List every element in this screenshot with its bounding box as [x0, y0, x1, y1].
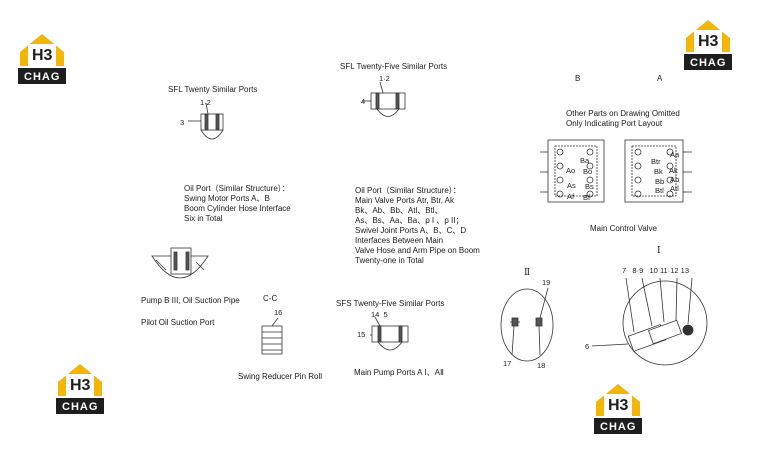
detail-1-drawing — [591, 277, 708, 366]
pilot-caption: Pilot Oil Suction Port — [141, 318, 215, 327]
detail-1-marker: I — [657, 246, 661, 256]
detail-2-part-17: 17 — [503, 359, 512, 368]
logo-bottom-text: CHAG — [62, 401, 99, 413]
port-label: Bk — [654, 167, 663, 176]
port-label: As — [567, 181, 576, 190]
sfs-title: SFS Twenty-Five Similar Ports — [336, 299, 445, 308]
pump-b-caption: Pump B III, Oil Suction Pipe — [141, 296, 240, 305]
sfl25-port-drawing — [362, 81, 406, 117]
port-label: Bs — [585, 182, 594, 191]
main-control-valve-caption: Main Control Valve — [590, 224, 657, 233]
sfl25-part-4: 4 — [361, 97, 366, 106]
view-a-label: A — [657, 74, 663, 83]
port-label: Bf — [583, 193, 591, 202]
oil-port-left-note: Oil Port（Similar Structure）： Swing Motor… — [184, 184, 291, 223]
port-label: Bo — [583, 167, 593, 176]
detail-1-part-6: 6 — [585, 342, 590, 351]
oil-port-right-note: Oil Port（Similar Structure）： Main Valve … — [355, 186, 480, 265]
brand-logo-top-left: H3 CHAG — [12, 30, 76, 96]
main-pump-caption: Main Pump Ports A Ⅰ、AⅡ — [354, 368, 444, 377]
logo-top-text: H3 — [608, 397, 629, 414]
port-label: Btl — [655, 186, 664, 195]
section-cc-label: C-C — [263, 294, 278, 303]
port-label: Af — [567, 192, 575, 201]
port-label: Atl — [670, 184, 679, 193]
detail-1-part-numbers: 7 8·9 10 11·12 13 — [622, 266, 689, 275]
detail-2-part-18: 18 — [537, 361, 546, 370]
brand-logo-bottom-right: H3 CHAG — [588, 380, 652, 446]
swing-reducer-pin-drawing — [261, 317, 283, 355]
logo-top-text: H3 — [32, 47, 53, 64]
port-label: Btr — [651, 157, 661, 166]
logo-bottom-text: CHAG — [24, 71, 61, 83]
pump-b-suction-drawing — [151, 247, 209, 279]
sfs-part-15: 15 — [357, 330, 366, 339]
logo-bottom-text: CHAG — [690, 57, 727, 69]
logo-bottom-text: CHAG — [600, 421, 637, 433]
brand-logo-bottom-left: H3 CHAG — [50, 360, 114, 426]
sfs-part-numbers: 14 5 — [371, 310, 388, 319]
sfl20-part-3: 3 — [180, 118, 185, 127]
port-label: Ab — [670, 175, 680, 184]
sfl20-part-numbers: 1·2 — [200, 98, 211, 107]
main-valve-a-drawing — [624, 139, 692, 203]
sfs-port-drawing — [370, 316, 409, 351]
sfl25-title: SFL Twenty-Five Similar Ports — [340, 62, 448, 71]
port-label: Ao — [566, 166, 576, 175]
logo-top-text: H3 — [698, 33, 719, 50]
brand-logo-top-right: H3 CHAG — [678, 16, 742, 82]
other-parts-note: Other Parts on Drawing Omitted Only Indi… — [566, 109, 680, 128]
port-label: Ba — [580, 156, 590, 165]
port-label: Bb — [655, 177, 665, 186]
sfl20-port-drawing — [188, 102, 224, 140]
sfl20-title: SFL Twenty Similar Ports — [168, 85, 258, 94]
detail-2-marker: Ⅱ — [524, 268, 531, 278]
port-label: Aa — [670, 150, 680, 159]
swing-reducer-caption: Swing Reducer Pin Roll — [238, 372, 323, 381]
pin-part-16: 16 — [274, 308, 283, 317]
detail-2-part-19: 19 — [542, 278, 551, 287]
main-valve-b-drawing — [540, 139, 605, 203]
port-label: Ak — [669, 166, 678, 175]
view-b-label: B — [575, 74, 581, 83]
detail-2-drawing — [500, 287, 554, 362]
sfl25-part-numbers: 1·2 — [379, 74, 390, 83]
logo-top-text: H3 — [70, 377, 91, 394]
